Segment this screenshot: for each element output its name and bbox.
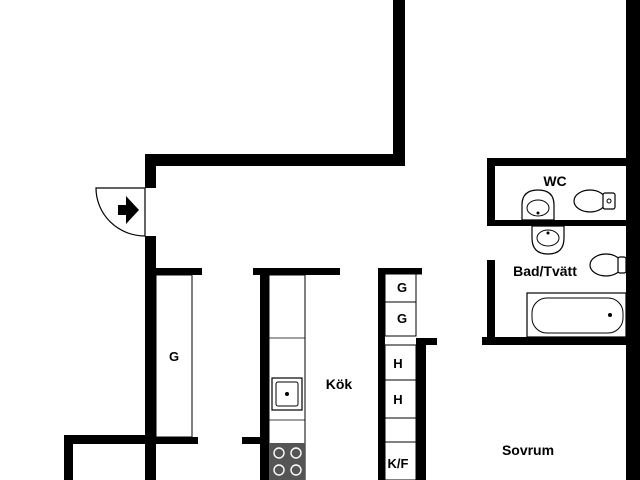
sink-icon — [271, 377, 303, 411]
wall-entry-upper — [145, 154, 156, 188]
cabinet-h1-label: H — [393, 356, 402, 371]
cabinet-g2-label: G — [397, 311, 407, 326]
cabinet-column: G G H H K/F — [384, 273, 422, 480]
wall-kitchen-left — [260, 268, 269, 480]
cabinet-g1-label: G — [397, 280, 407, 295]
kitchen-label: Kök — [326, 376, 353, 392]
wall-entry-lower — [145, 236, 156, 480]
wall-top-horizontal — [145, 154, 405, 166]
wall-wc-top — [487, 158, 626, 166]
walls — [64, 0, 640, 480]
toilet-icon — [589, 253, 627, 277]
wall-wc-bath-divider — [495, 220, 626, 226]
cabinet-kf-label: K/F — [388, 456, 409, 471]
wc-label: WC — [543, 173, 566, 189]
wall-east — [626, 0, 640, 480]
closet-label: G — [169, 349, 179, 364]
wall-kitchen-stub — [242, 437, 262, 444]
wall-south-west-vertical — [64, 435, 73, 480]
bath-room: Bad/Tvätt — [513, 225, 627, 338]
wall-closet-bottom — [156, 437, 198, 444]
wall-top-right — [393, 0, 405, 166]
wall-wc-left — [487, 158, 495, 226]
bath-label: Bad/Tvätt — [513, 263, 577, 279]
toilet-icon — [573, 189, 616, 213]
wall-bath-bottom — [482, 337, 626, 345]
wall-south-west — [64, 435, 145, 444]
wall-pantry-left — [378, 268, 385, 480]
wall-pantry-right-top — [416, 338, 437, 345]
wall-pantry-top — [378, 268, 422, 274]
wall-kitchen-top — [253, 268, 340, 275]
cabinet-h2-label: H — [393, 392, 402, 407]
hall-closet: G — [155, 274, 193, 438]
bedroom-label: Sovrum — [502, 442, 554, 458]
entrance-door — [95, 187, 146, 237]
wc-room: WC — [521, 173, 616, 221]
wall-pantry-right — [416, 338, 426, 480]
wall-bath-left — [487, 260, 495, 340]
sink-icon — [531, 225, 565, 255]
wall-closet-top — [156, 268, 202, 275]
entrance-arrow-icon — [118, 196, 139, 224]
sink-icon — [521, 189, 555, 221]
bathtub-icon — [526, 292, 627, 338]
kitchen-counter: Kök — [268, 274, 353, 480]
stove-icon — [269, 443, 305, 480]
